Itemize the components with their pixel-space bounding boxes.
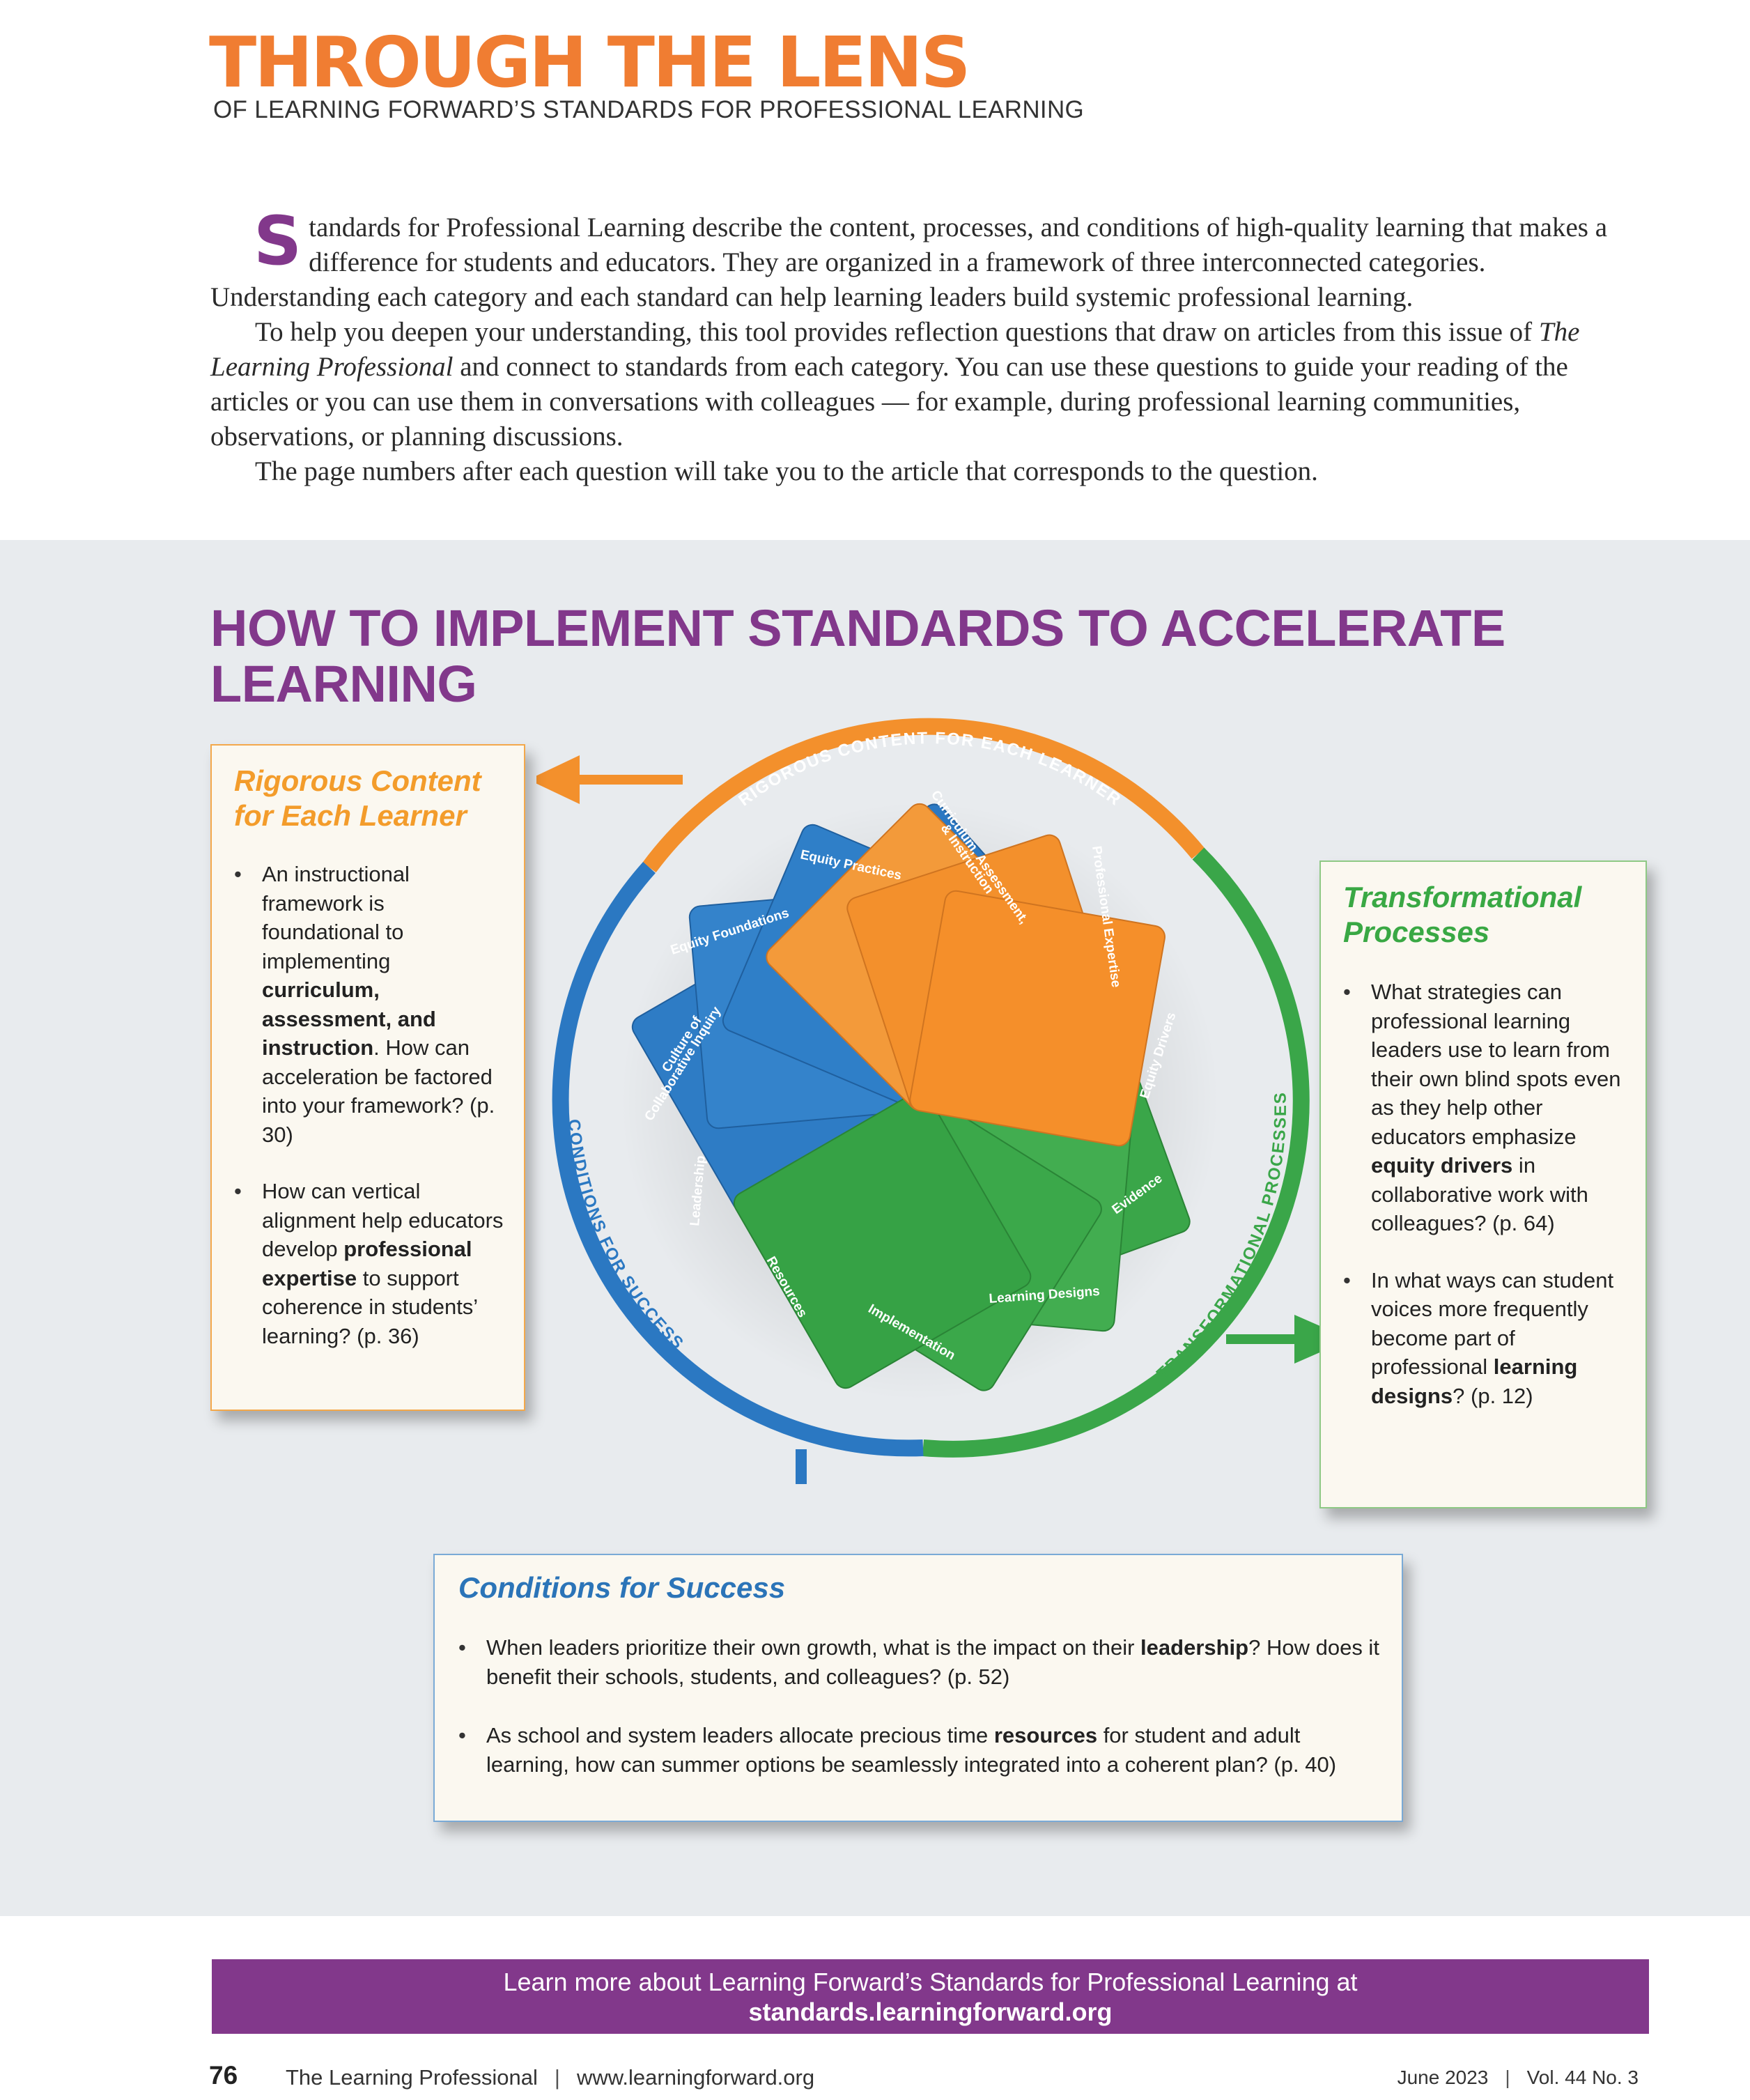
rigorous-content-title: Rigorous Content for Each Learner — [234, 764, 504, 833]
footer-separator: | — [554, 2065, 560, 2090]
conditions-question-2: As school and system leaders allocate pr… — [458, 1721, 1381, 1779]
card-implementation — [733, 1090, 1032, 1389]
transformational-title: Transformational Processes — [1343, 880, 1627, 950]
transformational-question-list: What strategies can professional learnin… — [1343, 978, 1627, 1410]
rigorous-title-line-1: Rigorous Content — [234, 764, 481, 797]
transformational-processes-box: Transformational Processes What strategi… — [1319, 860, 1647, 1508]
intro-paragraph-3: The page numbers after each question wil… — [255, 456, 1318, 486]
intro-p2-text-b: and connect to standards from each categ… — [210, 352, 1568, 451]
page-kicker: THROUGH THE LENS — [209, 22, 970, 103]
arrow-to-conditions — [796, 1449, 807, 1484]
ring-orange-segment — [642, 718, 1205, 873]
promo-text: Learn more about Learning Forward’s Stan… — [503, 1968, 1358, 1996]
transformational-question-1: What strategies can professional learnin… — [1343, 978, 1627, 1238]
page-subtitle: OF LEARNING FORWARD’S STANDARDS FOR PROF… — [213, 96, 1085, 123]
arrow-to-transformational — [1226, 1315, 1331, 1364]
issue-date: June 2023 — [1397, 2067, 1489, 2088]
intro-p2-italic: The Learning Professional — [210, 317, 1580, 382]
conditions-question-1: When leaders prioritize their own growth… — [458, 1633, 1381, 1691]
rigorous-title-line-2: for Each Learner — [234, 799, 467, 832]
footer-right: June 2023 | Vol. 44 No. 3 — [1397, 2067, 1639, 2089]
ring-green-segment — [922, 847, 1310, 1458]
rigorous-question-1: An instructional framework is foundation… — [234, 860, 504, 1149]
transformational-question-2: In what ways can student voices more fre… — [1343, 1266, 1627, 1411]
issue-volume: Vol. 44 No. 3 — [1526, 2067, 1639, 2088]
page-number: 76 — [209, 2061, 238, 2090]
transformational-title-line-2: Processes — [1343, 916, 1490, 948]
conditions-for-success-box: Conditions for Success When leaders prio… — [433, 1554, 1403, 1822]
intro-p1-text: tandards for Professional Learning descr… — [210, 213, 1608, 312]
footer-left: The Learning Professional | www.learningfo… — [286, 2065, 814, 2090]
website-link[interactable]: www.learningforward.org — [576, 2065, 815, 2090]
transformational-title-line-1: Transformational — [1343, 881, 1582, 913]
standards-wheel: RIGOROUS CONTENT FOR EACH LEARNER CONDIT… — [536, 718, 1331, 1484]
intro-paragraph-2: To help you deepen your understanding, t… — [210, 315, 1632, 454]
drop-cap: S — [254, 202, 302, 280]
arrow-to-rigorous — [536, 755, 683, 804]
conditions-question-list: When leaders prioritize their own growth… — [458, 1633, 1381, 1779]
ring-blue-segment — [552, 862, 924, 1457]
rigorous-question-list: An instructional framework is foundation… — [234, 860, 504, 1350]
publication-name: The Learning Professional — [286, 2065, 538, 2090]
card-professional-expertise — [909, 890, 1166, 1147]
standards-link[interactable]: standards.learningforward.org — [748, 1998, 1113, 2026]
rigorous-question-2: How can vertical alignment help educator… — [234, 1177, 504, 1350]
section-title: HOW TO IMPLEMENT STANDARDS TO ACCELERATE… — [210, 599, 1505, 713]
conditions-title: Conditions for Success — [458, 1571, 786, 1604]
footer-separator-2: | — [1505, 2067, 1510, 2088]
standards-promo-banner: Learn more about Learning Forward’s Stan… — [212, 1959, 1649, 2034]
rigorous-content-box: Rigorous Content for Each Learner An ins… — [210, 744, 525, 1411]
intro-p2-text-a: To help you deepen your understanding, t… — [255, 317, 1539, 347]
